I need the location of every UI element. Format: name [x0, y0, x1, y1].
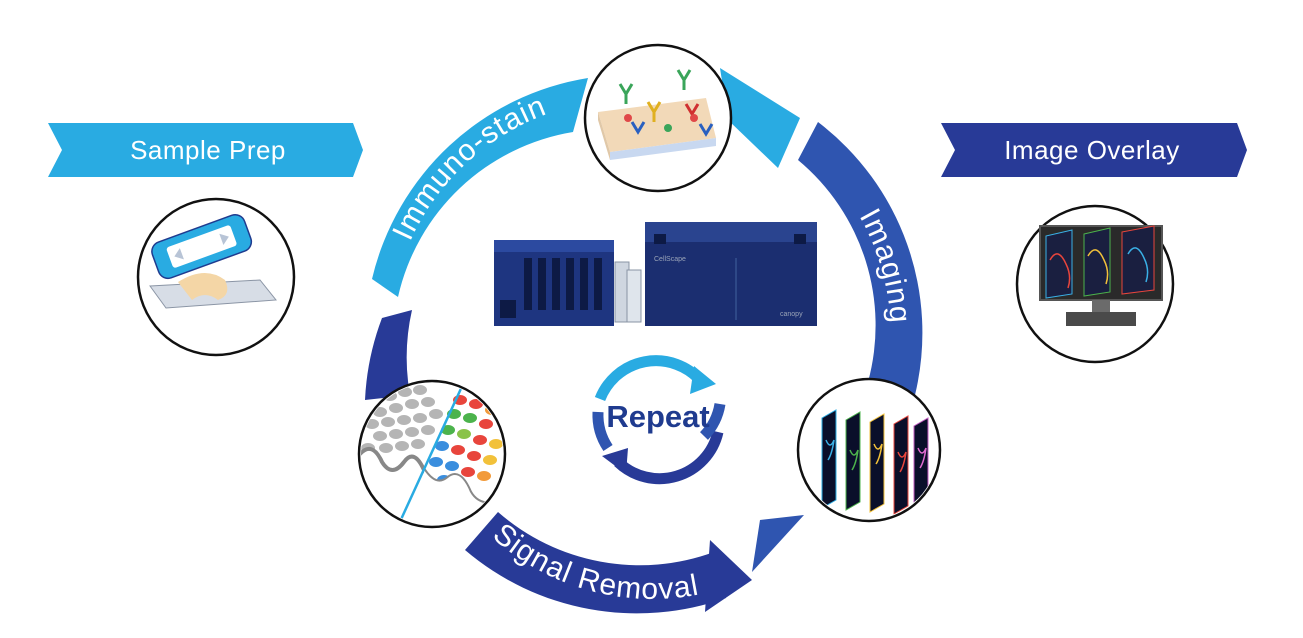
repeat-arc-mid: [699, 402, 726, 440]
sample-prep-ribbon: Sample Prep: [48, 123, 363, 177]
repeat-arc-light: [594, 355, 705, 402]
immunostain-circle: [583, 43, 733, 193]
sample-prep-circle: [136, 197, 296, 357]
monitor-icon: [1039, 225, 1163, 326]
immunostain-arc: [372, 78, 588, 297]
repeat-arc-left: [592, 411, 613, 452]
repeat-label: Repeat: [606, 399, 709, 434]
image-stack-icon: [821, 409, 929, 517]
image-overlay-circle: [1015, 204, 1175, 364]
instrument-brand-label: canopy: [780, 311, 803, 318]
immunostain-arrowhead: [720, 68, 800, 168]
image-overlay-ribbon: Image Overlay: [941, 123, 1247, 177]
repeat-arc-dark: [614, 430, 724, 485]
antibody-slide-icon: [598, 69, 716, 160]
signal-removal-arrowhead: [705, 540, 752, 612]
image-overlay-label: Image Overlay: [1004, 135, 1180, 165]
immunostain-label: Immuno-stain: [386, 89, 550, 245]
imaging-arc: [798, 122, 923, 395]
cycle-ring: [365, 68, 923, 614]
repeat-cycle: Repeat: [592, 355, 726, 485]
imaging-circle: [796, 377, 942, 523]
slide-holder-icon: [149, 213, 277, 309]
signal-removal-arc: [465, 512, 726, 614]
instrument-model-label: CellScape: [654, 256, 686, 263]
signal-removal-circle: [357, 379, 507, 529]
instrument-icon: CellScape canopy: [494, 222, 817, 326]
sample-prep-label: Sample Prep: [130, 135, 286, 165]
imaging-arrowhead: [752, 515, 804, 572]
left-lower-arc: [365, 310, 412, 400]
imaging-label: Imaging: [853, 203, 917, 324]
